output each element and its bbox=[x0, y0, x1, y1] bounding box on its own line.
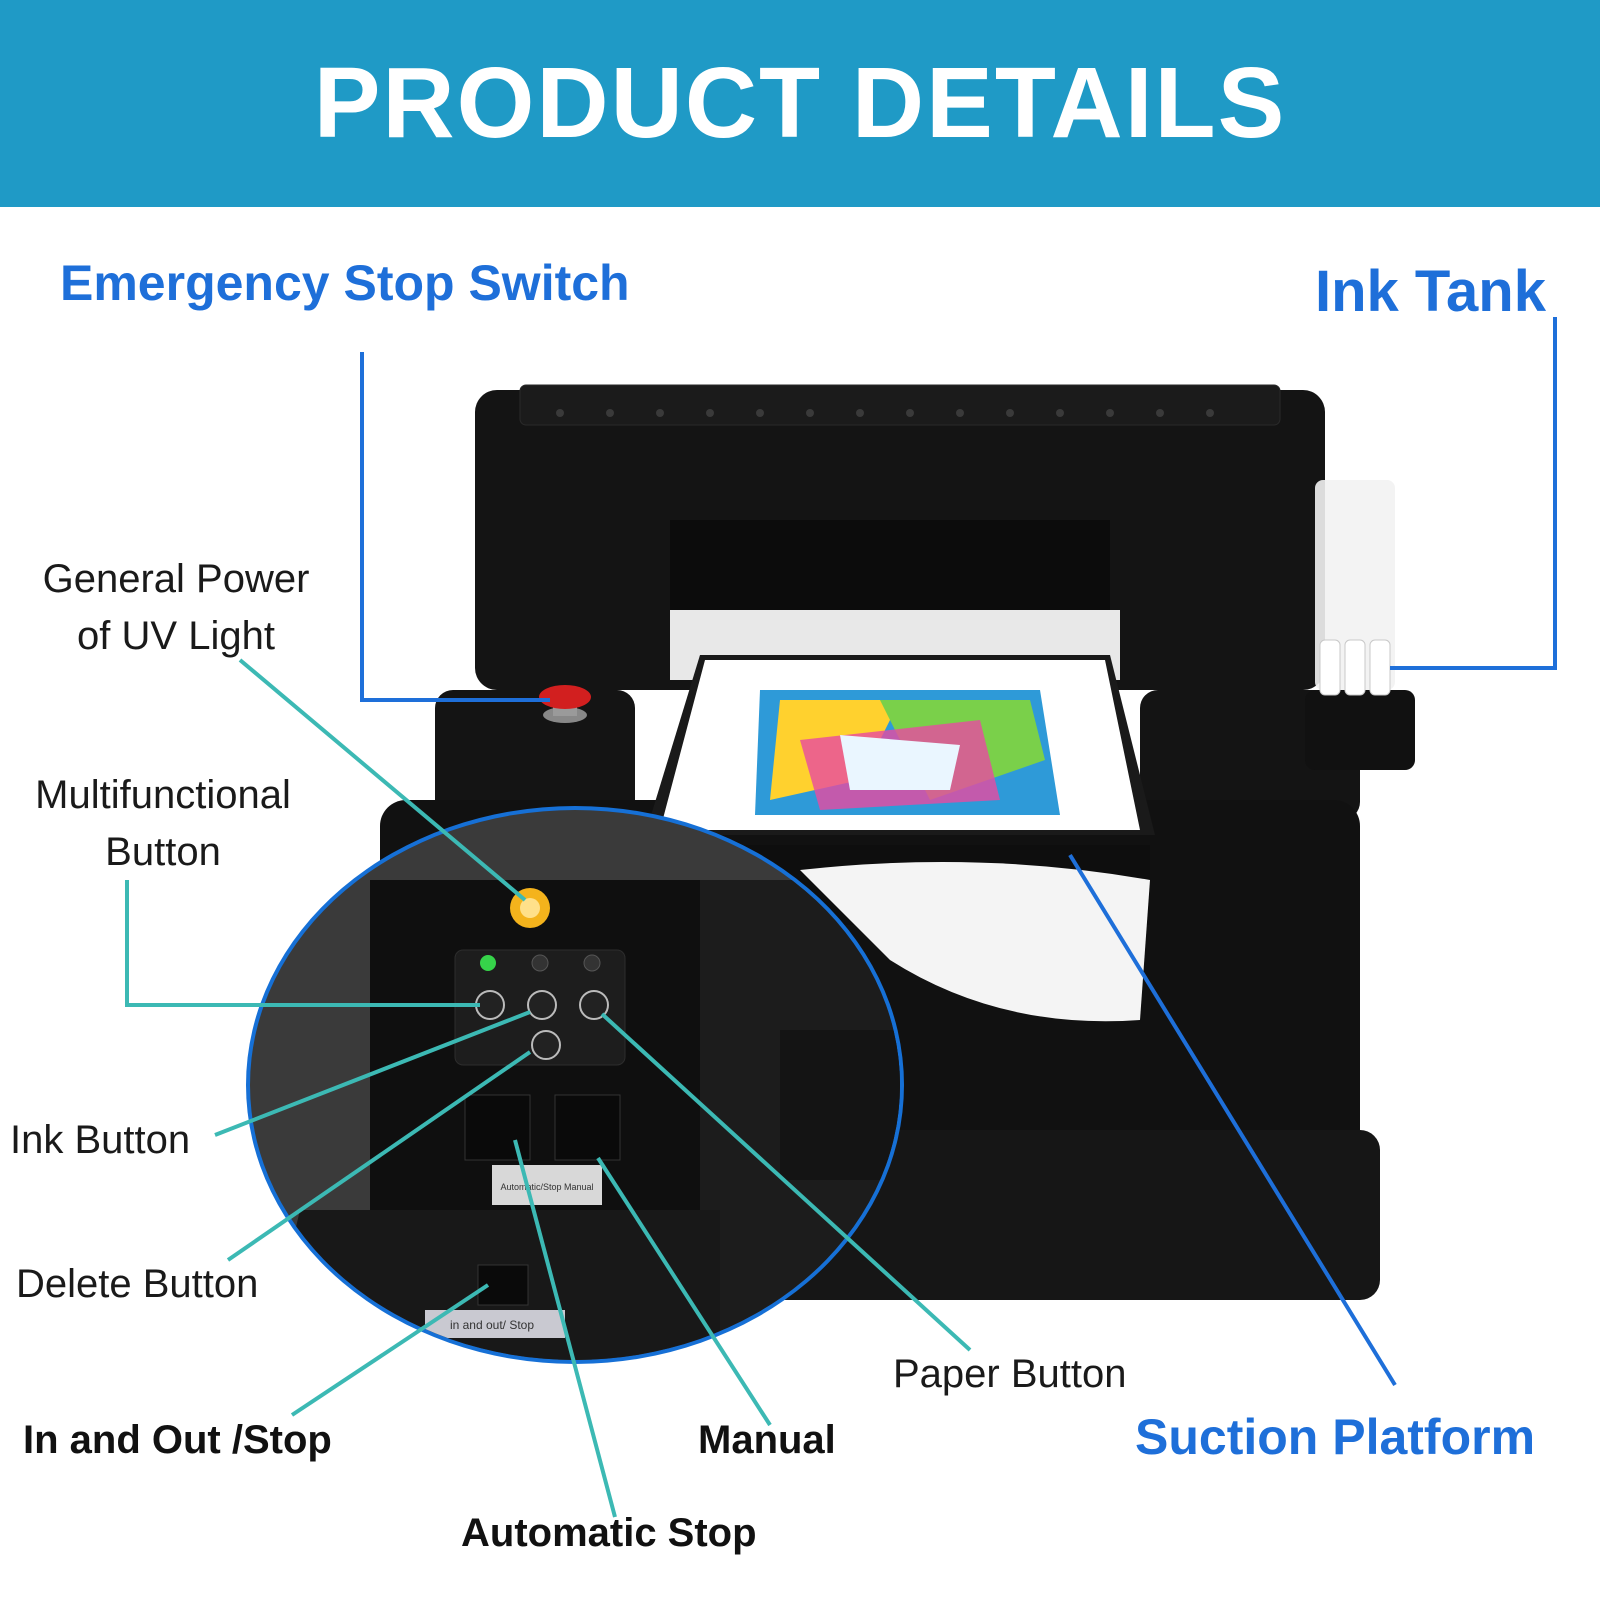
suction-platform bbox=[645, 655, 1155, 1022]
multifunctional-label: Multifunctional Button bbox=[0, 773, 326, 875]
multifunctional-label-line1: Multifunctional bbox=[35, 773, 291, 817]
multifunction-button-icon bbox=[475, 990, 505, 1020]
uv-power-label: General Power of UV Light bbox=[0, 557, 352, 659]
ink-button-label: Ink Button bbox=[10, 1118, 191, 1162]
delete-button-label: Delete Button bbox=[16, 1262, 259, 1306]
multifunctional-label-line2: Button bbox=[105, 830, 221, 874]
ink-tank bbox=[1305, 480, 1415, 770]
ink-drop-icon bbox=[527, 990, 557, 1020]
rocker-switch-icon bbox=[464, 1094, 531, 1161]
header-banner: PRODUCT DETAILS bbox=[0, 0, 1600, 207]
manual-label: Manual bbox=[698, 1418, 836, 1462]
ink-bottle-icon bbox=[1319, 639, 1391, 696]
emergency-stop-label: Emergency Stop Switch bbox=[60, 255, 630, 311]
ink-tank-label: Ink Tank bbox=[1315, 259, 1546, 324]
sticker-auto-manual: Automatic/Stop Manual bbox=[500, 1182, 593, 1192]
printer-illustration: Automatic/Stop Manual in and out/ Stop bbox=[125, 317, 1557, 1518]
sticker-in-out: in and out/ Stop bbox=[450, 1318, 534, 1332]
in-out-stop-label: In and Out /Stop bbox=[23, 1418, 332, 1462]
automatic-stop-label: Automatic Stop bbox=[461, 1511, 757, 1555]
paper-button-label: Paper Button bbox=[893, 1352, 1127, 1396]
suction-platform-label: Suction Platform bbox=[1135, 1409, 1536, 1465]
control-panel-zoom: Automatic/Stop Manual in and out/ Stop bbox=[246, 806, 904, 1364]
uv-power-label-line2: of UV Light bbox=[77, 614, 275, 658]
callout-lines bbox=[125, 317, 1557, 1518]
paper-icon bbox=[579, 990, 609, 1020]
emergency-stop-button-icon bbox=[539, 685, 591, 723]
page-title: PRODUCT DETAILS bbox=[313, 47, 1287, 159]
uv-power-label-line1: General Power bbox=[42, 557, 310, 601]
trash-icon bbox=[531, 1030, 561, 1060]
